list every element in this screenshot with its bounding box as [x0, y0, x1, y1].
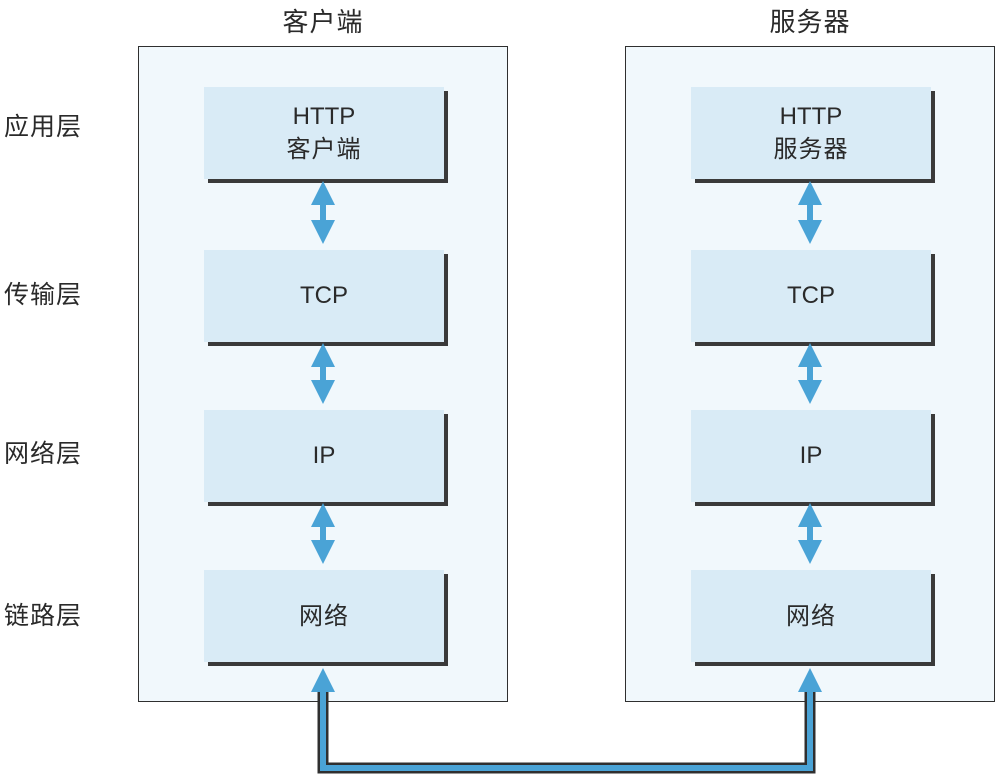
- server-tcp-box: TCP: [691, 250, 931, 342]
- server-http-role: 服务器: [773, 135, 849, 163]
- server-http-box: HTTP 服务器: [691, 87, 931, 179]
- server-http-protocol: HTTP: [779, 103, 843, 130]
- server-network-label: 网络: [786, 602, 836, 630]
- network-layer-label: 网络层: [4, 439, 83, 468]
- client-network-box: 网络: [204, 570, 444, 662]
- server-tcp-label: TCP: [787, 282, 835, 309]
- client-column-title: 客户端: [282, 8, 364, 38]
- client-http-box: HTTP 客户端: [204, 87, 444, 179]
- server-network-box: 网络: [691, 570, 931, 662]
- link-layer-label: 链路层: [4, 601, 83, 630]
- server-column-title: 服务器: [769, 8, 851, 38]
- transport-layer-label: 传输层: [4, 280, 83, 309]
- client-ip-label: IP: [312, 442, 336, 469]
- server-ip-box: IP: [691, 410, 931, 502]
- client-panel: HTTP 客户端 TCP IP 网络: [138, 46, 508, 702]
- server-panel: HTTP 服务器 TCP IP 网络: [625, 46, 995, 702]
- client-http-role: 客户端: [286, 135, 362, 163]
- client-network-label: 网络: [299, 602, 349, 630]
- client-ip-box: IP: [204, 410, 444, 502]
- client-tcp-label: TCP: [300, 282, 348, 309]
- client-tcp-box: TCP: [204, 250, 444, 342]
- client-http-protocol: HTTP: [292, 103, 356, 130]
- application-layer-label: 应用层: [4, 112, 83, 141]
- server-ip-label: IP: [799, 442, 823, 469]
